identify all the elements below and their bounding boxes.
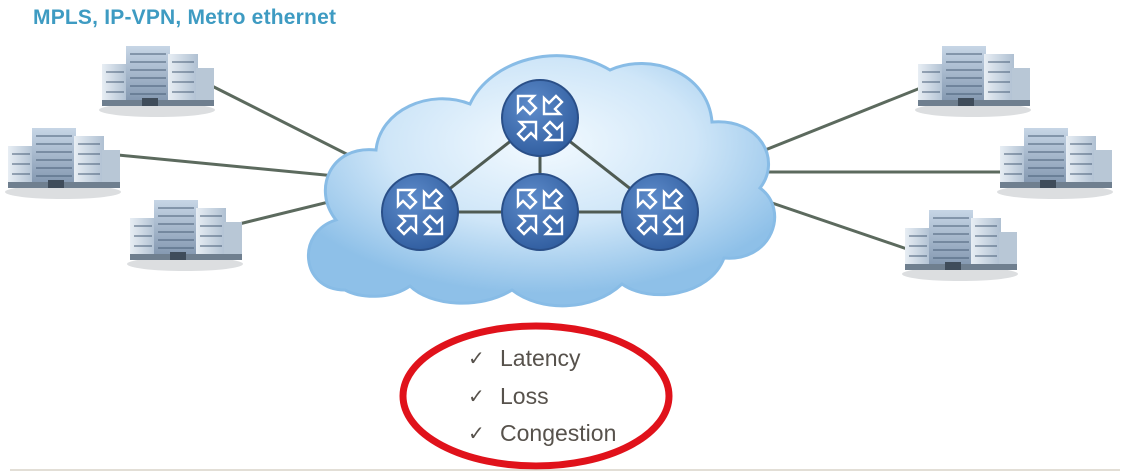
diagram-title: MPLS, IP-VPN, Metro ethernet <box>33 6 337 29</box>
checklist-item: ✓ Latency <box>468 345 581 371</box>
router-right <box>621 173 699 251</box>
checkmark-icon: ✓ <box>468 346 485 370</box>
highlight-oval <box>399 322 673 470</box>
router-left <box>381 173 459 251</box>
checklist: ✓ Latency ✓ Loss ✓ Congestion <box>468 345 616 446</box>
checkmark-icon: ✓ <box>468 421 485 445</box>
router-top <box>501 79 579 157</box>
checklist-item: ✓ Congestion <box>468 420 616 446</box>
building-icon <box>914 45 1032 118</box>
building-icon <box>126 199 244 272</box>
building-icon <box>996 127 1114 200</box>
building-icon <box>98 45 216 118</box>
checklist-item-label: Loss <box>500 383 549 409</box>
router-middle <box>501 173 579 251</box>
checklist-item: ✓ Loss <box>468 383 549 409</box>
checklist-item-label: Latency <box>500 345 581 371</box>
checklist-item-label: Congestion <box>500 420 616 446</box>
checkmark-icon: ✓ <box>468 384 485 408</box>
building-icon <box>4 127 122 200</box>
building-icon <box>901 209 1019 282</box>
